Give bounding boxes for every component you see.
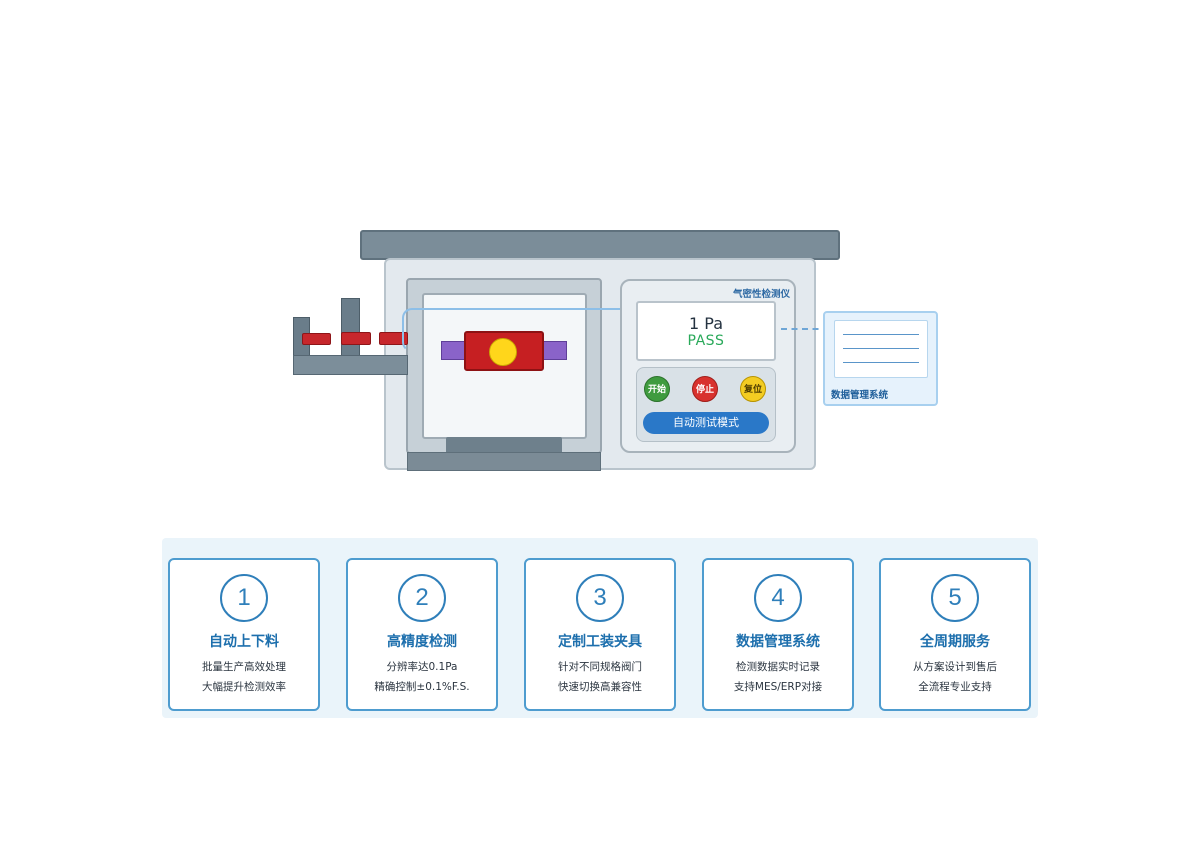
clamp-jaw <box>379 332 408 345</box>
feature-line: 分辨率达0.1Pa <box>386 661 458 673</box>
feature-number: 2 <box>398 574 446 622</box>
tester-title: 气密性检测仪 <box>732 289 790 300</box>
feature-title: 定制工装夹具 <box>558 634 642 650</box>
clamp-rail <box>293 355 408 375</box>
data-link-line <box>781 328 829 330</box>
test-result-status: PASS <box>687 333 725 349</box>
valve-handwheel <box>489 338 517 366</box>
feature-line: 支持MES/ERP对接 <box>733 681 823 693</box>
feature-line: 精确控制±0.1%F.S. <box>374 681 470 693</box>
feature-title: 高精度检测 <box>387 634 457 650</box>
clamp-jaw <box>341 332 371 345</box>
valve-port-right <box>542 341 567 360</box>
pressure-reading: 1 Pa <box>689 314 723 333</box>
data-system-label: 数据管理系统 <box>831 390 889 401</box>
feature-card-5: 5 全周期服务 从方案设计到售后 全流程专业支持 <box>879 558 1031 711</box>
feature-title: 自动上下料 <box>209 634 279 650</box>
feature-title: 数据管理系统 <box>736 634 820 650</box>
tester-display: 1 Pa PASS <box>636 301 776 361</box>
feature-number: 4 <box>754 574 802 622</box>
feature-number: 3 <box>576 574 624 622</box>
feature-title: 全周期服务 <box>920 634 990 650</box>
reset-button[interactable]: 复位 <box>740 376 766 402</box>
valve-port-left <box>441 341 466 360</box>
document-icon <box>834 320 928 378</box>
feature-line: 大幅提升检测效率 <box>202 681 286 693</box>
machine-top-frame <box>360 230 840 260</box>
document-line <box>843 334 919 335</box>
feature-line: 全流程专业支持 <box>918 681 992 693</box>
feature-card-4: 4 数据管理系统 检测数据实时记录 支持MES/ERP对接 <box>702 558 854 711</box>
stop-button[interactable]: 停止 <box>692 376 718 402</box>
clamp-jaw <box>302 333 331 345</box>
feature-line: 批量生产高效处理 <box>202 661 286 673</box>
document-line <box>843 362 919 363</box>
feature-card-2: 2 高精度检测 分辨率达0.1Pa 精确控制±0.1%F.S. <box>346 558 498 711</box>
feature-card-3: 3 定制工装夹具 针对不同规格阀门 快速切换高兼容性 <box>524 558 676 711</box>
start-button[interactable]: 开始 <box>644 376 670 402</box>
clamp-post <box>341 298 360 358</box>
feature-number: 1 <box>220 574 268 622</box>
feature-line: 针对不同规格阀门 <box>558 661 642 673</box>
feature-line: 快速切换高兼容性 <box>558 681 642 693</box>
feature-line: 从方案设计到售后 <box>913 661 997 673</box>
chamber-slot <box>446 437 562 454</box>
air-hose <box>402 308 638 352</box>
feature-number: 5 <box>931 574 979 622</box>
document-line <box>843 348 919 349</box>
auto-test-mode-button[interactable]: 自动测试模式 <box>643 412 769 434</box>
chamber-base <box>407 452 601 471</box>
feature-card-1: 1 自动上下料 批量生产高效处理 大幅提升检测效率 <box>168 558 320 711</box>
feature-line: 检测数据实时记录 <box>736 661 820 673</box>
